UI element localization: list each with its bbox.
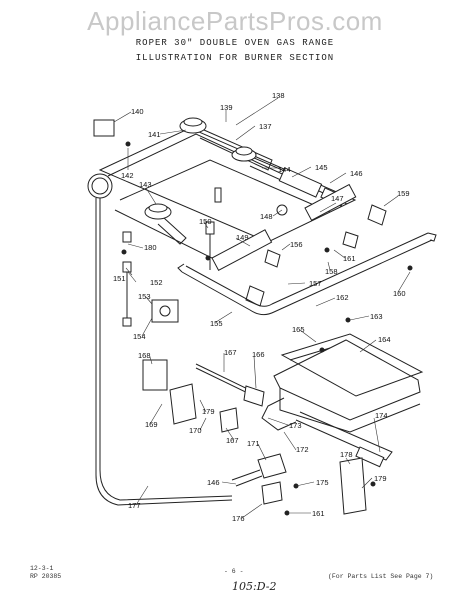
callout-152: 152 (150, 278, 163, 287)
callout-159: 159 (397, 189, 410, 198)
watermark: AppliancePartsPros.com (87, 6, 383, 36)
diagram-title: ROPER 30" DOUBLE OVEN GAS RANGE (135, 38, 335, 48)
callout-154: 154 (133, 332, 146, 341)
callout-155: 155 (210, 319, 223, 328)
handwritten-code: 105:D-2 (232, 580, 277, 593)
callout-167: 167 (224, 348, 237, 357)
callout-139: 139 (220, 103, 233, 112)
callout-165: 165 (292, 325, 305, 334)
callout-178: 178 (340, 450, 353, 459)
callout-167-lower: 167 (226, 436, 239, 445)
callout-149: 149 (236, 233, 249, 242)
callout-138: 138 (272, 91, 285, 100)
callout-143: 143 (139, 180, 152, 189)
callout-164: 164 (378, 335, 391, 344)
callout-141: 141 (148, 130, 161, 139)
callout-180: 180 (144, 243, 157, 252)
callout-153: 153 (138, 292, 151, 301)
callout-161: 161 (343, 254, 356, 263)
callout-145: 145 (315, 163, 328, 172)
callout-163: 163 (370, 312, 383, 321)
broiler-burner (261, 333, 424, 468)
callout-151: 151 (113, 274, 126, 283)
callout-158: 158 (325, 267, 338, 276)
callout-157: 157 (309, 279, 322, 288)
callout-173: 173 (289, 421, 302, 430)
parts-list-note: (For Parts List See Page 7) (328, 573, 434, 580)
callout-175: 175 (316, 478, 329, 487)
callout-146-lower: 146 (207, 478, 220, 487)
burner-front-left (144, 203, 187, 245)
footer-code-2: RP 20385 (30, 573, 62, 580)
callout-177: 177 (128, 501, 141, 510)
callout-148: 148 (260, 212, 273, 221)
burner-valves (211, 167, 387, 307)
burner-rear-left (179, 117, 273, 171)
callout-179-lower: 179 (374, 474, 387, 483)
callout-137: 137 (259, 122, 272, 131)
callout-166: 166 (252, 350, 265, 359)
callout-176: 176 (232, 514, 245, 523)
fasteners (121, 141, 413, 516)
callout-169: 169 (145, 420, 158, 429)
callout-179: 179 (202, 407, 215, 416)
leader-lines (113, 97, 411, 519)
oven-burner-parts (142, 359, 367, 515)
callout-171: 171 (247, 439, 260, 448)
page-number: - 6 - (224, 568, 244, 575)
callout-161-lower: 161 (312, 509, 325, 518)
callout-168: 168 (138, 351, 151, 360)
callout-170: 170 (189, 426, 202, 435)
callout-174: 174 (375, 411, 388, 420)
left-components (87, 119, 233, 506)
callout-160: 160 (393, 289, 406, 298)
callout-162: 162 (336, 293, 349, 302)
part-callouts: 138 139 140 137 141 142 143 144 145 146 … (113, 91, 410, 523)
diagram-subtitle: ILLUSTRATION FOR BURNER SECTION (135, 53, 335, 63)
callout-150: 150 (199, 217, 212, 226)
callout-142: 142 (121, 171, 134, 180)
callout-147: 147 (331, 194, 344, 203)
callout-144: 144 (278, 165, 291, 174)
footer-code-1: 12-3-1 (30, 565, 54, 572)
callout-140: 140 (131, 107, 144, 116)
manifold-pipe (177, 232, 437, 316)
callout-172: 172 (296, 445, 309, 454)
callout-146: 146 (350, 169, 363, 178)
callout-156: 156 (290, 240, 303, 249)
